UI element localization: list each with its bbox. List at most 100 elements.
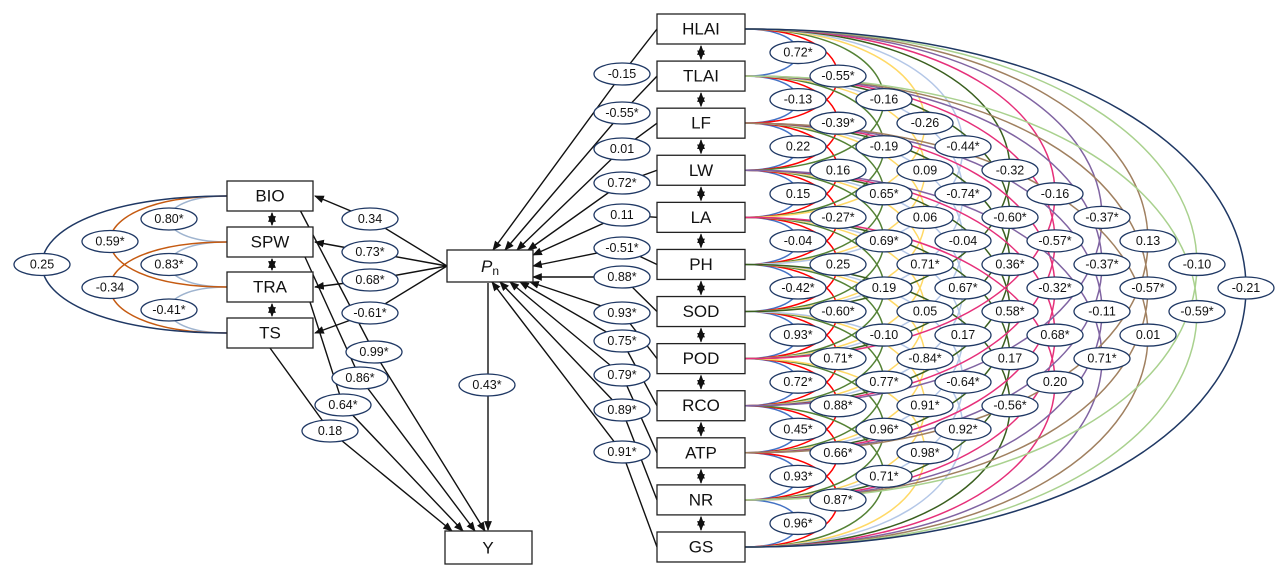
label-ellipse	[934, 417, 992, 441]
coefficient-value: -0.61*	[353, 306, 386, 320]
correlation-label: 0.71*	[855, 464, 913, 489]
label-ellipse	[1026, 276, 1084, 300]
label-ellipse	[809, 441, 867, 465]
correlation-label: 0.25	[13, 252, 71, 277]
coefficient-value: 0.01	[610, 142, 634, 156]
label-ellipse	[896, 394, 954, 418]
label-ellipse	[1119, 323, 1177, 347]
path-coefficient-label: 0.73*	[341, 240, 399, 264]
coefficient-value: 0.87*	[823, 493, 852, 507]
label-ellipse	[769, 40, 827, 65]
path-to-y	[309, 301, 464, 532]
coefficient-value: 0.88*	[607, 270, 636, 284]
correlation-label: -0.11	[1073, 299, 1131, 324]
correlation-label: 0.98*	[896, 441, 954, 465]
coefficient-value: 0.68*	[1040, 328, 1069, 342]
label-ellipse	[934, 276, 992, 300]
coefficient-value: 0.67*	[948, 281, 977, 295]
correlation-label: 0.67*	[934, 276, 992, 300]
coefficient-value: 0.89*	[607, 403, 636, 417]
coefficient-value: -0.10	[870, 328, 899, 342]
coefficient-value: 0.19	[872, 281, 896, 295]
coefficient-value: -0.15	[608, 67, 637, 81]
coefficient-value: 0.09	[913, 163, 937, 177]
correlation-label: -0.39*	[809, 111, 867, 135]
coefficient-value: 0.01	[1136, 328, 1160, 342]
label-ellipse	[855, 464, 913, 489]
correlation-label: -0.16	[855, 87, 913, 112]
coefficient-value: -0.57*	[1038, 234, 1071, 248]
label-ellipse	[331, 366, 389, 390]
label-ellipse	[593, 171, 651, 195]
coefficient-value: 0.22	[786, 140, 810, 154]
correlation-label: -0.59*	[1168, 299, 1226, 324]
node-lw: LW	[656, 154, 746, 186]
coefficient-value: -0.32	[996, 163, 1025, 177]
label-ellipse	[1168, 299, 1226, 324]
coefficient-value: 0.72*	[783, 375, 812, 389]
label-ellipse	[809, 488, 867, 512]
path-coefficient-label: 0.89*	[593, 398, 651, 422]
label-ellipse	[341, 207, 399, 231]
node-hlai: HLAI	[656, 13, 746, 45]
correlation-label: -0.13	[769, 87, 827, 112]
coefficient-value: -0.60*	[821, 305, 854, 319]
label-ellipse	[855, 135, 913, 159]
label-ellipse	[593, 265, 651, 289]
coefficient-value: 0.96*	[783, 516, 812, 530]
label-ellipse	[1073, 252, 1131, 277]
label-ellipse	[934, 229, 992, 253]
coefficient-value: -0.04	[784, 234, 813, 248]
coefficient-value: 0.20	[1043, 375, 1067, 389]
coefficient-value: -0.26	[911, 116, 940, 130]
label-ellipse	[809, 205, 867, 230]
correlation-label: 0.19	[855, 276, 913, 300]
label-ellipse	[934, 370, 992, 394]
svg-text:Pn: Pn	[481, 257, 499, 279]
label-ellipse	[314, 393, 372, 417]
correlation-label: 0.93*	[769, 323, 827, 347]
coefficient-value: 0.99*	[359, 345, 388, 359]
correlation-label: 0.96*	[769, 511, 827, 536]
correlation-label: 0.68*	[1026, 323, 1084, 347]
correlation-label: 0.92*	[934, 417, 992, 441]
label-ellipse	[896, 158, 954, 182]
coefficient-value: 0.71*	[1087, 352, 1116, 366]
node-label: HLAI	[682, 20, 720, 39]
node-label: TS	[259, 324, 281, 343]
label-ellipse	[301, 419, 359, 443]
coefficient-value: -0.64*	[946, 375, 979, 389]
coefficient-value: 0.80*	[154, 212, 183, 226]
label-ellipse	[1073, 346, 1131, 371]
label-ellipse	[981, 205, 1039, 230]
label-ellipse	[769, 511, 827, 536]
coefficient-value: -0.59*	[1180, 305, 1213, 319]
path-coefficient-label: 0.88*	[593, 265, 651, 289]
node-sod: SOD	[656, 295, 746, 328]
correlation-label: 0.20	[1026, 370, 1084, 394]
correlation-label: 0.91*	[896, 394, 954, 418]
correlation-label: 0.01	[1119, 323, 1177, 347]
correlation-label: 0.17	[981, 346, 1039, 371]
node-label: RCO	[682, 396, 720, 415]
coefficient-value: -0.74*	[946, 187, 979, 201]
label-ellipse	[809, 299, 867, 324]
correlation-label: 0.45*	[769, 417, 827, 441]
label-ellipse	[896, 252, 954, 277]
label-ellipse	[769, 276, 827, 300]
label-ellipse	[769, 229, 827, 253]
correlation-label: -0.10	[855, 323, 913, 347]
coefficient-value: 0.16	[826, 163, 850, 177]
correlation-label: -0.10	[1168, 252, 1226, 277]
correlation-label: -0.42*	[769, 276, 827, 300]
label-ellipse	[981, 394, 1039, 418]
node-ph: PH	[656, 248, 746, 281]
coefficient-value: -0.37*	[1085, 257, 1118, 271]
coefficient-value: 0.79*	[607, 368, 636, 382]
coefficient-value: -0.42*	[781, 281, 814, 295]
label-ellipse	[593, 137, 651, 161]
coefficient-value: 0.88*	[823, 399, 852, 413]
correlation-label: -0.32*	[1026, 276, 1084, 300]
coefficient-value: 0.72*	[783, 46, 812, 60]
coefficient-value: 0.25	[826, 257, 850, 271]
